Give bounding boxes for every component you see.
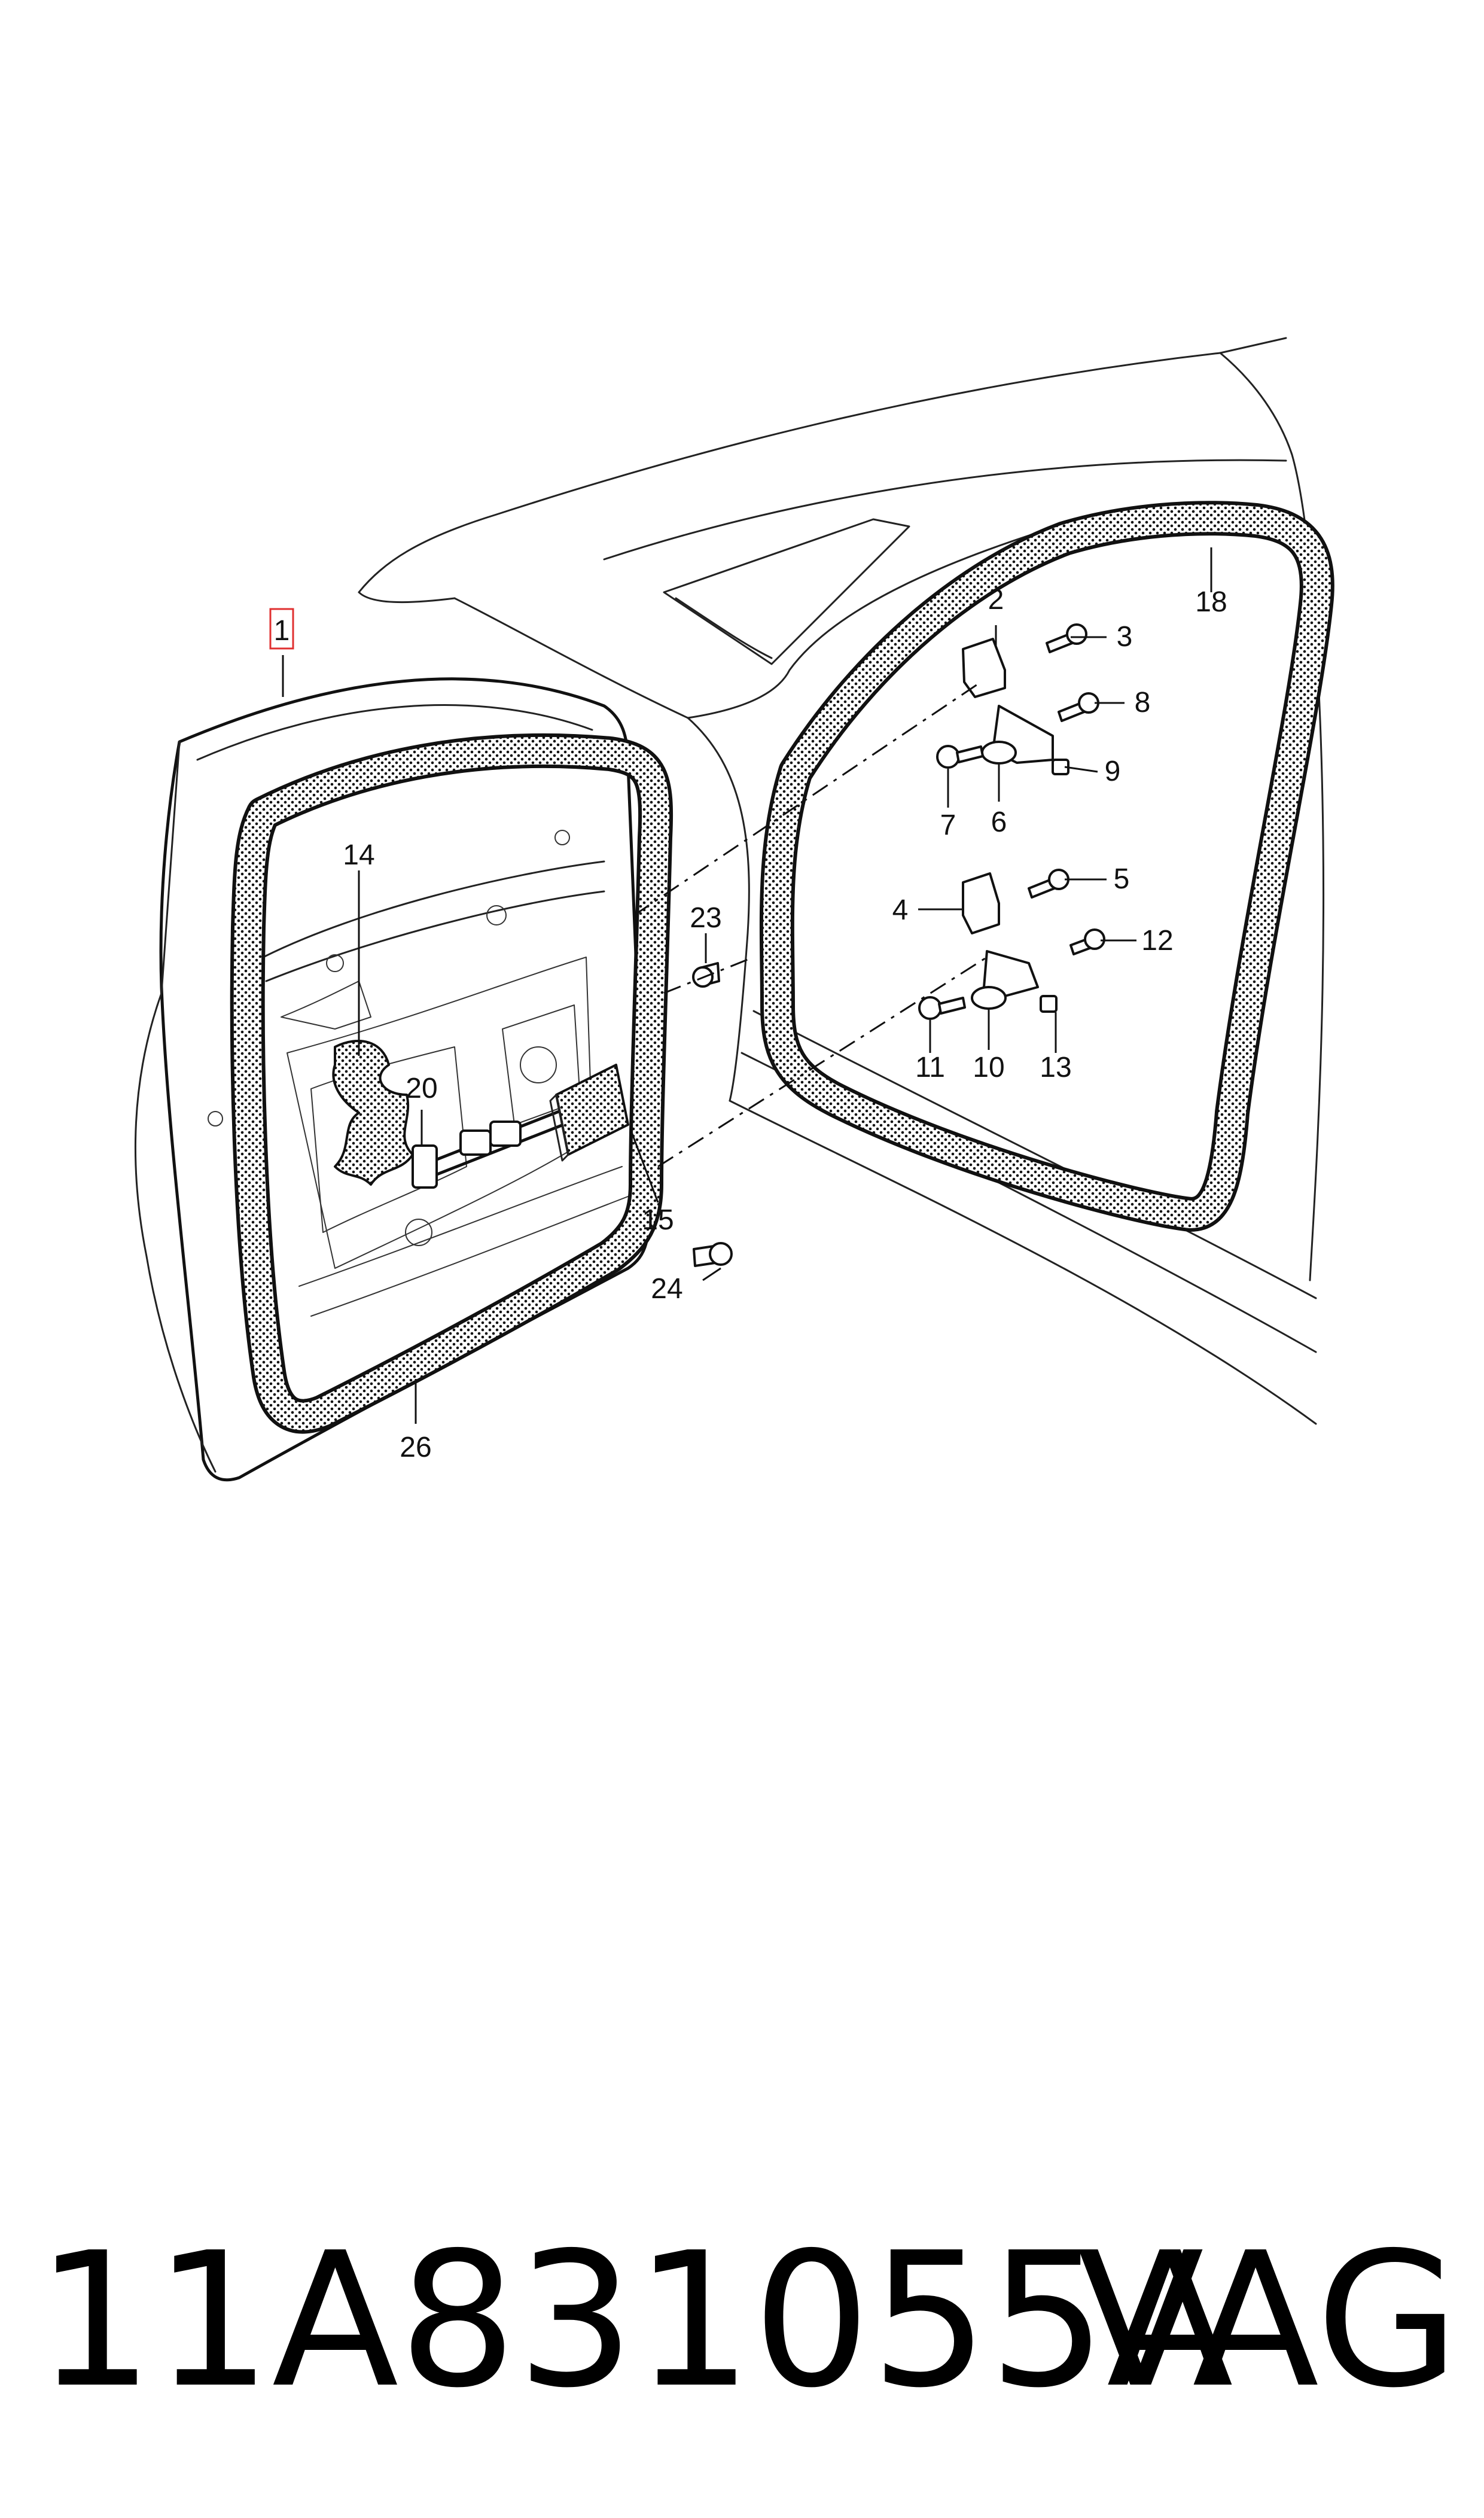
callout-7: 7 bbox=[940, 809, 956, 841]
bolt-12 bbox=[1069, 928, 1105, 955]
screw-24 bbox=[693, 1242, 733, 1267]
footer-part-number-row: 11A831055A VAG bbox=[36, 2213, 1459, 2429]
callout-1: 1 bbox=[274, 615, 290, 647]
upper-hinge bbox=[962, 638, 1069, 775]
assembly-lines bbox=[633, 681, 988, 1168]
callout-13: 13 bbox=[1040, 1052, 1071, 1083]
callout-labels: 1 2 3 4 5 6 7 8 9 10 11 12 13 14 15 18 2… bbox=[269, 584, 1227, 1463]
callout-5: 5 bbox=[1114, 863, 1130, 895]
door-check-strap bbox=[412, 1099, 588, 1189]
callout-2: 2 bbox=[988, 584, 1004, 616]
callout-4: 4 bbox=[892, 894, 909, 926]
callout-12: 12 bbox=[1141, 925, 1173, 957]
callout-8: 8 bbox=[1135, 687, 1151, 718]
bolt-5 bbox=[1028, 869, 1069, 899]
car-body bbox=[358, 337, 1325, 1425]
callout-15: 15 bbox=[642, 1204, 674, 1236]
bolt-3 bbox=[1046, 623, 1087, 653]
callout-10: 10 bbox=[973, 1052, 1004, 1083]
bolt-7 bbox=[936, 745, 984, 769]
callout-1-box bbox=[269, 608, 294, 650]
leader-lines bbox=[282, 547, 1212, 1424]
callout-11: 11 bbox=[915, 1052, 945, 1083]
callout-24: 24 bbox=[651, 1273, 682, 1305]
lower-hinge bbox=[962, 872, 1058, 1013]
vendor-name: VAG bbox=[1077, 2213, 1459, 2429]
callout-23: 23 bbox=[690, 902, 721, 934]
door-seal bbox=[230, 733, 674, 1434]
callout-6: 6 bbox=[991, 806, 1007, 838]
callout-20: 20 bbox=[406, 1073, 437, 1104]
screw-23 bbox=[692, 962, 720, 988]
aperture-seal bbox=[759, 501, 1334, 1232]
part-number: 11A831055A bbox=[36, 2213, 1233, 2429]
bolt-11 bbox=[918, 996, 966, 1020]
callout-3: 3 bbox=[1117, 621, 1133, 653]
bolt-8 bbox=[1058, 692, 1099, 722]
callout-26: 26 bbox=[400, 1432, 431, 1463]
callout-9: 9 bbox=[1105, 756, 1121, 787]
callout-18: 18 bbox=[1195, 586, 1227, 618]
sound-pad bbox=[332, 1040, 414, 1186]
cover-plate bbox=[549, 1064, 629, 1162]
callout-14: 14 bbox=[343, 839, 374, 871]
